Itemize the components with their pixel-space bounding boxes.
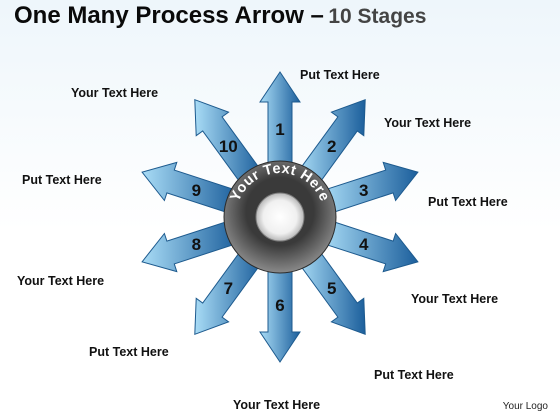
stage-1-arrow	[259, 71, 301, 170]
stage-5-label: Put Text Here	[374, 368, 454, 382]
stage-5-arrow	[297, 248, 366, 336]
title-stages: 10 Stages	[328, 5, 427, 28]
stage-2-number: 2	[327, 137, 336, 156]
stage-6-number: 6	[275, 296, 284, 315]
stage-1-number: 1	[275, 120, 284, 139]
stage-10-label: Your Text Here	[71, 86, 159, 100]
stage-3-label: Put Text Here	[428, 195, 508, 209]
stage-7-label: Put Text Here	[89, 345, 169, 359]
stage-6-arrow	[259, 264, 301, 363]
stage-10-arrow	[194, 98, 263, 186]
title-main: One Many Process Arrow –	[14, 2, 324, 29]
stage-6-label: Your Text Here	[233, 398, 321, 412]
stage-9-number: 9	[192, 181, 201, 200]
stage-4-label: Your Text Here	[411, 292, 499, 306]
stage-4-number: 4	[359, 235, 369, 254]
stage-3-arrow	[321, 161, 419, 215]
stage-2-label: Your Text Here	[384, 116, 472, 130]
stage-5-number: 5	[327, 279, 336, 298]
stage-7-number: 7	[224, 279, 233, 298]
center-hub: Your Text Here	[223, 160, 337, 274]
stage-2-arrow	[297, 98, 366, 186]
stage-4-arrow	[321, 219, 419, 273]
stage-7-arrow	[194, 248, 263, 336]
stage-10-number: 10	[219, 137, 238, 156]
stage-8-label: Your Text Here	[17, 274, 105, 288]
stage-9-label: Put Text Here	[22, 173, 102, 187]
stage-8-number: 8	[192, 235, 201, 254]
stage-3-number: 3	[359, 181, 368, 200]
logo-placeholder: Your Logo	[502, 401, 548, 412]
stage-9-arrow	[141, 161, 239, 215]
stage-8-arrow	[141, 219, 239, 273]
hub-hole	[255, 192, 305, 242]
page-title: One Many Process Arrow – 10 Stages	[14, 2, 426, 30]
stage-1-label: Put Text Here	[300, 68, 380, 82]
